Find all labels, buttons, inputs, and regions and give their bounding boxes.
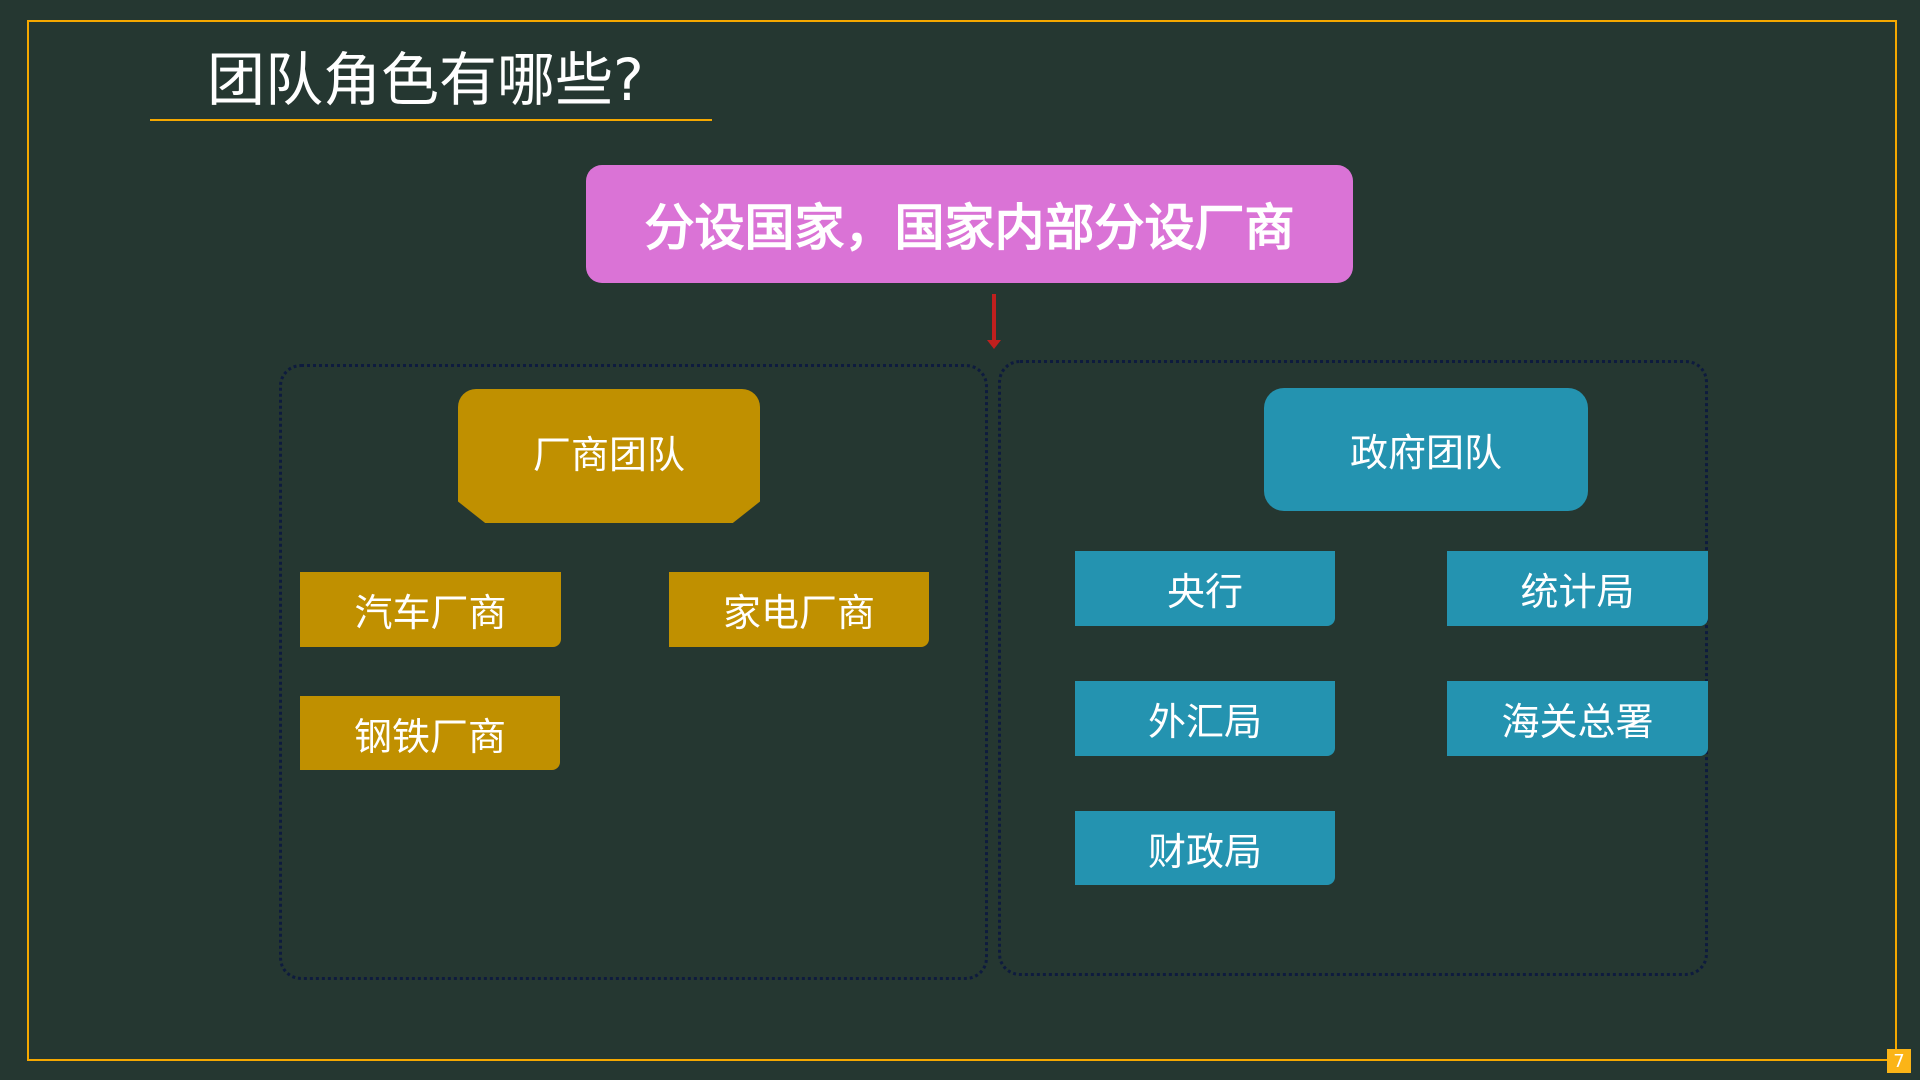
- government-item: 央行: [1075, 551, 1335, 626]
- government-team-header: 政府团队: [1264, 388, 1588, 511]
- slide-title: 团队角色有哪些?: [207, 46, 644, 114]
- government-item: 统计局: [1447, 551, 1708, 626]
- government-item: 财政局: [1075, 811, 1335, 885]
- down-arrow-icon: [992, 294, 996, 342]
- government-item: 外汇局: [1075, 681, 1335, 756]
- government-group: [998, 360, 1708, 976]
- top-concept-box: 分设国家，国家内部分设厂商: [586, 165, 1353, 283]
- arrow-head-icon: [987, 340, 1001, 349]
- manufacturer-item: 汽车厂商: [300, 572, 561, 647]
- manufacturer-item: 家电厂商: [669, 572, 929, 647]
- government-item: 海关总署: [1447, 681, 1708, 756]
- manufacturer-item: 钢铁厂商: [300, 696, 560, 770]
- slide-frame: [27, 20, 1897, 1061]
- manufacturer-team-header: 厂商团队: [458, 389, 760, 523]
- manufacturer-group: [279, 364, 988, 980]
- title-underline: [150, 119, 712, 121]
- page-number: 7: [1887, 1049, 1911, 1073]
